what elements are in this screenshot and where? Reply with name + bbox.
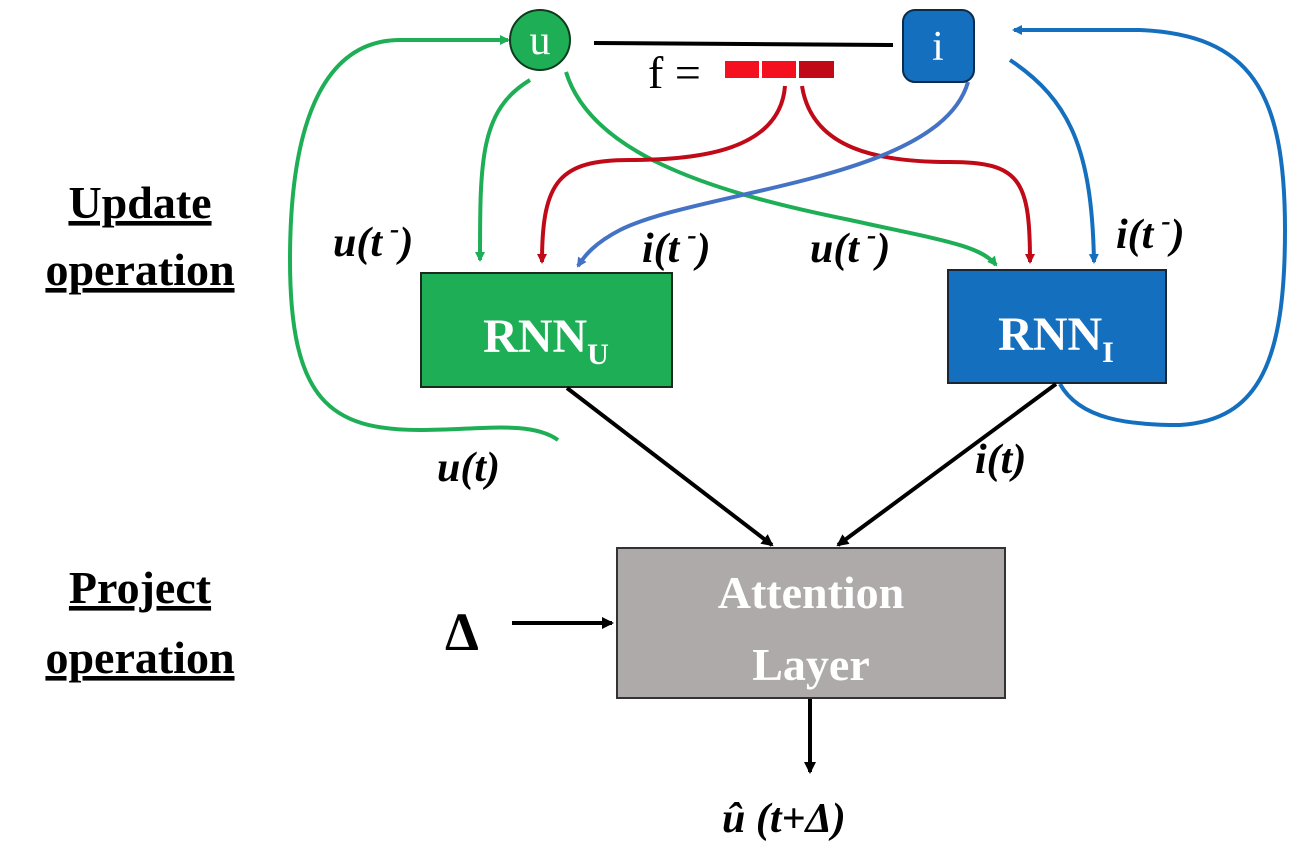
feature-segment-2 xyxy=(762,61,796,78)
update-operation-label: Update operation xyxy=(45,177,234,295)
attention-label-line2: Layer xyxy=(752,639,870,690)
rnn-i-label: RNNI xyxy=(998,308,1114,369)
user-to-rnn-u-edge xyxy=(475,78,532,262)
rnn-u-label: RNNU xyxy=(483,310,609,371)
item-node-box xyxy=(902,9,975,83)
rnn-u-rect xyxy=(420,272,673,388)
user-node: u xyxy=(509,9,571,71)
delta-label: Δ xyxy=(445,602,479,662)
rnn-i-to-attention-edge xyxy=(836,382,1058,547)
item-to-rnn-u-edge xyxy=(576,81,970,268)
attention-label-line1: Attention xyxy=(718,567,905,618)
user-node-circle xyxy=(509,9,571,71)
feature-segment-3 xyxy=(799,61,834,78)
u-t-minus-left-label: u(t-) xyxy=(333,214,413,266)
i-t-feedback-edge xyxy=(1012,25,1288,428)
attention-layer-box: Attention Layer xyxy=(616,547,1006,699)
project-label-line2: operation xyxy=(45,632,234,683)
update-label-line2: operation xyxy=(45,244,234,295)
i-t-minus-left-label: i(t-) xyxy=(642,220,711,272)
rnn-u-box: RNNU xyxy=(420,272,673,388)
u-t-feedback-edge xyxy=(287,35,560,442)
user-node-label: u xyxy=(530,18,551,64)
u-t-label: u(t) xyxy=(437,445,500,491)
feature-label: f = xyxy=(648,47,701,98)
item-to-rnn-i-edge xyxy=(1008,58,1099,264)
i-t-minus-right-label: i(t-) xyxy=(1116,206,1185,258)
user-item-interaction-edge xyxy=(593,41,894,47)
project-operation-label: Project operation xyxy=(45,562,234,683)
rnn-u-to-attention-edge xyxy=(565,386,774,547)
feature-to-rnn-u-edge xyxy=(537,85,787,264)
output-label: û (t+Δ) xyxy=(722,796,846,842)
user-to-rnn-i-edge xyxy=(564,71,998,267)
item-node: i xyxy=(902,9,975,83)
update-label-line1: Update xyxy=(68,177,211,228)
rnn-i-box: RNNI xyxy=(947,269,1167,384)
item-node-label: i xyxy=(932,24,944,70)
rnn-i-rect xyxy=(947,269,1167,384)
i-t-label: i(t) xyxy=(975,437,1026,483)
u-t-minus-right-label: u(t-) xyxy=(810,220,890,272)
project-label-line1: Project xyxy=(69,562,212,613)
feature-to-rnn-i-edge xyxy=(800,85,1035,264)
attention-layer-rect xyxy=(616,547,1006,699)
feature-segment-1 xyxy=(725,61,759,78)
